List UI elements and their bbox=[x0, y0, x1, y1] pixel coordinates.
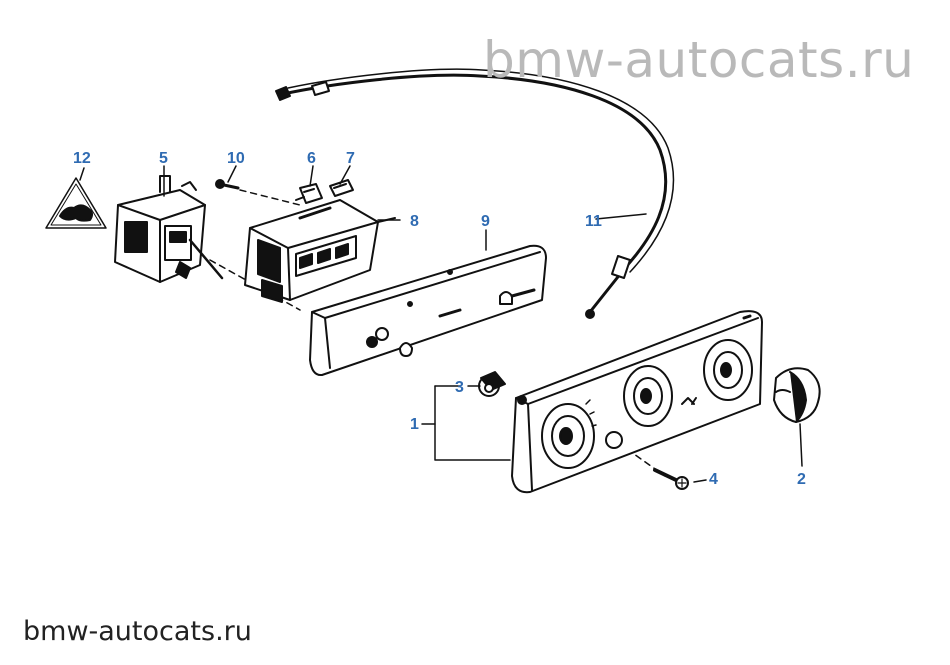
bulb-part-6 bbox=[295, 183, 323, 204]
callout-10: 10 bbox=[227, 150, 245, 167]
knob-part-2 bbox=[773, 367, 821, 423]
callout-3: 3 bbox=[455, 379, 464, 396]
callout-2: 2 bbox=[797, 471, 806, 488]
warning-triangle-part-12 bbox=[45, 177, 107, 229]
watermark-top: bmw-autocats.ru bbox=[483, 31, 915, 89]
callout-11: 11 bbox=[585, 213, 602, 230]
rear-panel-part-9 bbox=[309, 244, 547, 377]
callout-numbers: 1 2 3 4 5 6 7 8 9 10 11 12 bbox=[73, 150, 806, 488]
callout-4: 4 bbox=[709, 471, 718, 488]
knob-part-3 bbox=[478, 371, 506, 397]
callout-6: 6 bbox=[307, 150, 316, 167]
screw-part-10 bbox=[215, 179, 240, 190]
cable-part-11 bbox=[275, 68, 675, 319]
callout-1: 1 bbox=[410, 416, 419, 433]
callout-12: 12 bbox=[73, 150, 91, 167]
front-panel-part-1 bbox=[511, 310, 763, 494]
screw-part-4 bbox=[653, 468, 689, 490]
watermark-bottom: bmw-autocats.ru bbox=[23, 616, 252, 647]
control-module-part-8 bbox=[244, 199, 396, 303]
bulb-part-7 bbox=[329, 179, 354, 197]
callout-7: 7 bbox=[346, 150, 355, 167]
callout-8: 8 bbox=[410, 213, 419, 230]
leader-lines bbox=[79, 165, 803, 483]
callout-9: 9 bbox=[481, 213, 490, 230]
actuator-block-part-5 bbox=[114, 175, 224, 283]
callout-5: 5 bbox=[159, 150, 168, 167]
